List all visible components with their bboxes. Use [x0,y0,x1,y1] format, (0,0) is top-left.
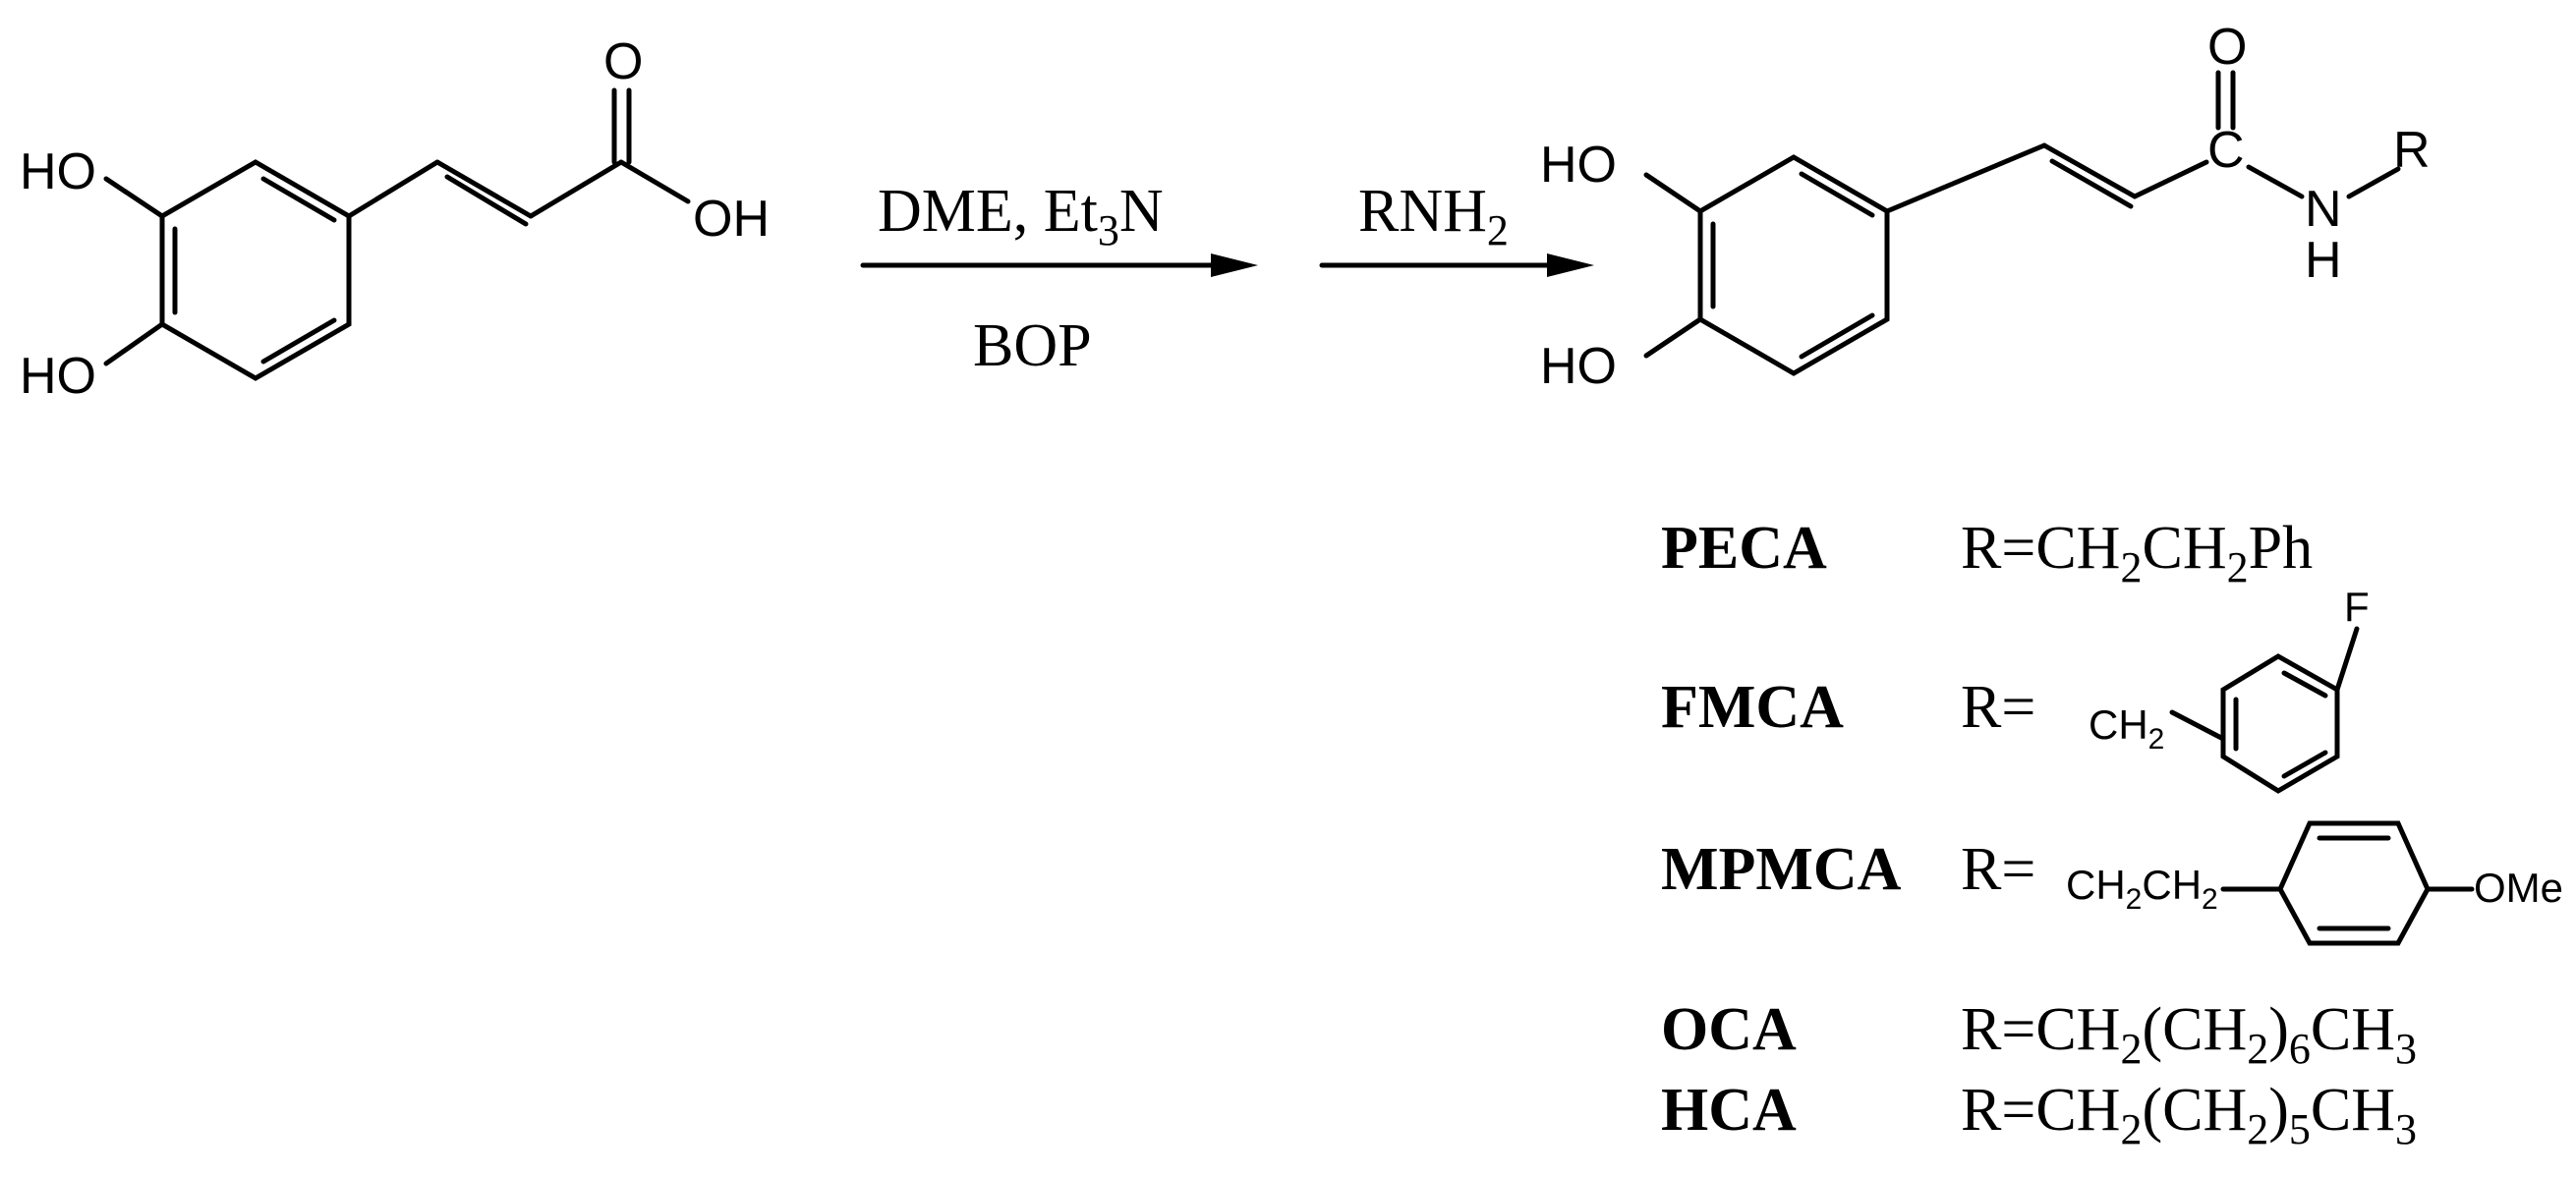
reactant-ring [159,159,352,381]
fmca-substituent: CH2 F [2089,584,2370,794]
reactant-oh-bond-bottom [103,321,165,366]
reactant-chain-alkene-inner [444,174,529,227]
product-ring-double-3 [1799,312,1875,360]
product-r-group: R [2393,122,2431,179]
reactant-ring-double-2 [260,176,337,223]
arrow-1-head [1211,253,1258,277]
fmca-ring-double-3 [2281,750,2328,779]
product-oh-bond-top [1643,172,1703,214]
reactant-chain-alkene [434,159,534,219]
product-amide-n: N [2305,181,2342,238]
reactant-carbonyl-o: O [603,33,643,90]
mpmca-substituent: CH2CH2 OMe [2066,820,2563,946]
product-chain-bond-3 [2132,159,2209,199]
product-ring-double-2 [1799,171,1875,218]
product-oh-bond-bottom [1643,316,1703,359]
product-ho-top: HO [1540,137,1617,194]
product-cn-bond [2246,164,2305,199]
fmca-ring [2220,653,2340,794]
fmca-ring-double-2 [2281,670,2328,699]
reactant-ho-bottom: HO [20,348,96,405]
compound-r-prefix-fmca: R= [1961,674,2035,741]
reactant-coh-bond [618,159,691,204]
compound-name-fmca: FMCA [1661,674,1844,741]
product-chain-bond-1 [1884,142,2047,214]
reactant-chain-bond-1 [346,159,440,219]
product-carbonyl-o: O [2207,19,2247,76]
product-ring [1697,154,1890,376]
compound-r-prefix-mpmca: R= [1961,836,2035,903]
fmca-f-bond [2334,626,2360,693]
reaction-step-1: DME, Et3N BOP [860,178,1258,379]
mpmca-ring [2277,820,2431,946]
reactant-ring-double-3 [260,317,337,364]
product-ho-bottom: HO [1540,338,1617,395]
mpmca-chain-label: CH2CH2 [2066,862,2218,916]
mpmca-ome: OMe [2474,865,2563,911]
reactant-oh: OH [693,191,770,248]
compound-name-hca: HCA [1661,1077,1797,1144]
fmca-ch2-bond [2169,709,2226,742]
product-structure: HO HO O C N H R [1540,19,2431,395]
compound-list: PECA R=CH2CH2Ph FMCA R= CH2 F MPMCA R= C… [1661,515,2563,1153]
compound-r-hca: R=CH2(CH2)5CH3 [1961,1077,2417,1153]
reaction-step-2: RNH2 [1319,178,1594,277]
fmca-fluorine: F [2344,584,2370,630]
reactant-chain-bond-3 [528,159,624,219]
reactant-oh-bond-top [103,176,165,219]
reactant-structure: HO HO O OH [20,33,770,405]
product-chain-alkene [2041,142,2138,199]
arrow-2-head [1547,253,1594,277]
step-1-conditions-above: DME, Et3N [878,178,1164,254]
fmca-ch2-label: CH2 [2089,701,2164,756]
product-amide-h: H [2305,232,2342,289]
compound-r-peca: R=CH2CH2Ph [1961,515,2313,591]
reactant-ho-top: HO [20,143,96,200]
compound-name-peca: PECA [1661,515,1827,582]
compound-name-mpmca: MPMCA [1661,836,1902,903]
product-nr-bond [2346,166,2401,199]
step-1-conditions-below: BOP [973,312,1092,379]
product-carbonyl-c: C [2207,122,2245,179]
compound-name-oca: OCA [1661,996,1797,1063]
compound-r-oca: R=CH2(CH2)6CH3 [1961,996,2417,1073]
step-2-reagent: RNH2 [1358,178,1509,254]
product-chain-alkene-inner [2049,158,2134,209]
